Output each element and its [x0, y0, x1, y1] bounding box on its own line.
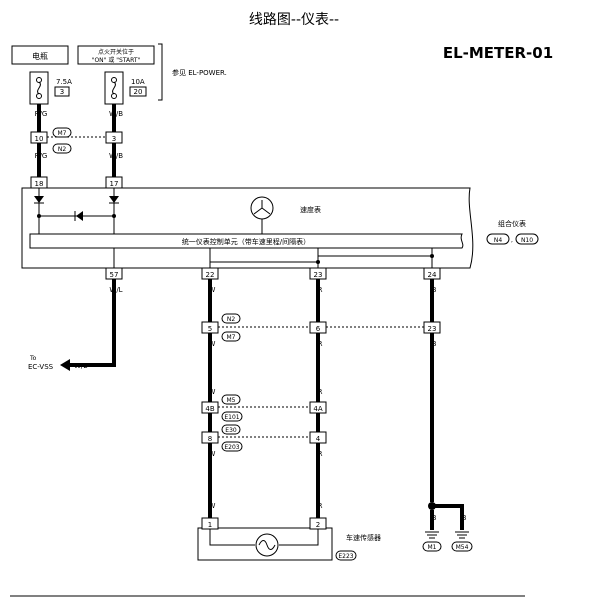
meter-connector-a: N4 [494, 237, 502, 244]
ground-a: M1 [428, 544, 437, 551]
speedometer-label: 速度表 [300, 205, 321, 214]
svg-text:R: R [318, 286, 323, 294]
svg-text:E203: E203 [224, 444, 239, 451]
svg-text:M7: M7 [227, 334, 236, 341]
ground-icon-1 [425, 531, 439, 539]
svg-text:1: 1 [208, 521, 212, 529]
svg-text:2: 2 [316, 521, 320, 529]
wire-wl-output [68, 279, 116, 367]
svg-text:N2: N2 [227, 316, 235, 323]
svg-text:B: B [432, 286, 437, 294]
ignition-switch-box: 点火开关位于 "ON" 或 "START" [77, 45, 155, 65]
fuse-1: 7.5A 3 [29, 71, 72, 105]
wire-color-wb-bottom: W/B [109, 152, 123, 160]
reference-bracket [158, 43, 163, 101]
svg-text:E101: E101 [224, 414, 239, 421]
connector-row-2: 4B 4A M5 E101 [201, 394, 327, 422]
upper-connector-pin-right: 3 [112, 135, 116, 143]
fuse-2-number: 20 [134, 88, 143, 96]
svg-text:R: R [318, 450, 323, 458]
svg-text:4A: 4A [313, 405, 322, 413]
svg-text:R: R [318, 340, 323, 348]
fuse-2-rating: 10A [131, 78, 145, 86]
output-arrow-color: W/L [74, 362, 87, 370]
wire-color-rg-top: R/G [35, 110, 48, 118]
wire-color-rg-bottom: R/G [35, 152, 48, 160]
svg-text:23: 23 [428, 325, 437, 333]
svg-text:R: R [318, 388, 323, 396]
wire-color-wl: W/L [109, 286, 122, 294]
control-unit-label: 统一仪表控制单元（带车速里程/间隔表） [182, 237, 310, 246]
combination-meter: 18 17 速度表 统一仪表控制单元（带车速里程/间隔表） 57 22 [21, 176, 474, 280]
meter-out-pin-1: 57 [110, 271, 119, 279]
battery-label: 电瓶 [32, 51, 48, 61]
sensor-label: 车速传感器 [346, 533, 381, 542]
diagram-title: 线路图--仪表-- [249, 12, 339, 28]
svg-text:W: W [209, 388, 216, 396]
connector-row-3: 8 4 E30 E203 [201, 424, 327, 452]
diagram-code: EL-METER-01 [443, 44, 553, 62]
battery-box: 电瓶 [11, 45, 69, 65]
upper-connector-id-top: M7 [58, 130, 67, 137]
output-to-label: To [29, 355, 37, 362]
svg-text:B: B [462, 514, 467, 522]
reference-text: 参见 EL-POWER. [172, 68, 227, 77]
vehicle-speed-sensor: 1 2 车速传感器 E223 [197, 517, 381, 561]
meter-out-pin-2: 22 [206, 271, 215, 279]
svg-text:8: 8 [208, 435, 212, 443]
meter-connector-separator: , [511, 237, 513, 244]
svg-text:E30: E30 [225, 427, 237, 434]
combination-meter-label: 组合仪表 [498, 219, 526, 228]
svg-text:4: 4 [316, 435, 321, 443]
ground-section: B B M1 M54 [422, 502, 473, 552]
ignition-label-line2: "ON" 或 "START" [92, 56, 141, 64]
fuse-1-rating: 7.5A [56, 78, 72, 86]
svg-text:B: B [432, 514, 437, 522]
ground-b: M54 [456, 544, 469, 551]
diode-left [34, 196, 44, 203]
svg-text:W: W [209, 340, 216, 348]
meter-pin-in-left: 18 [35, 180, 44, 188]
sensor-connector: E223 [338, 553, 353, 560]
upper-connector-pin-left: 10 [35, 135, 44, 143]
wire-color-wb-top: W/B [109, 110, 123, 118]
upper-connector: 10 3 M7 N2 [30, 127, 123, 154]
svg-text:W: W [209, 450, 216, 458]
svg-text:M5: M5 [227, 397, 236, 404]
output-arrow-icon [60, 359, 70, 371]
svg-text:B: B [432, 340, 437, 348]
diode-middle [76, 211, 83, 221]
diode-right [109, 196, 119, 203]
output-destination: EC-VSS [28, 363, 54, 371]
svg-text:5: 5 [208, 325, 212, 333]
svg-text:R: R [318, 502, 323, 510]
svg-text:W: W [209, 502, 216, 510]
meter-out-pin-4: 24 [428, 271, 437, 279]
fuse-2: 10A 20 [104, 71, 147, 105]
svg-text:4B: 4B [205, 405, 214, 413]
svg-text:W: W [209, 286, 216, 294]
control-unit [29, 233, 464, 249]
meter-pin-in-right: 17 [110, 180, 119, 188]
meter-out-pin-3: 23 [314, 271, 323, 279]
upper-connector-id-bottom: N2 [58, 146, 66, 153]
fuse-1-number: 3 [60, 88, 64, 96]
ignition-label-line1: 点火开关位于 [98, 48, 134, 56]
meter-connector-b: N10 [521, 237, 533, 244]
connector-row-1: 5 6 23 N2 M7 [201, 313, 441, 342]
svg-text:6: 6 [316, 325, 321, 333]
ground-icon-2 [455, 531, 469, 539]
